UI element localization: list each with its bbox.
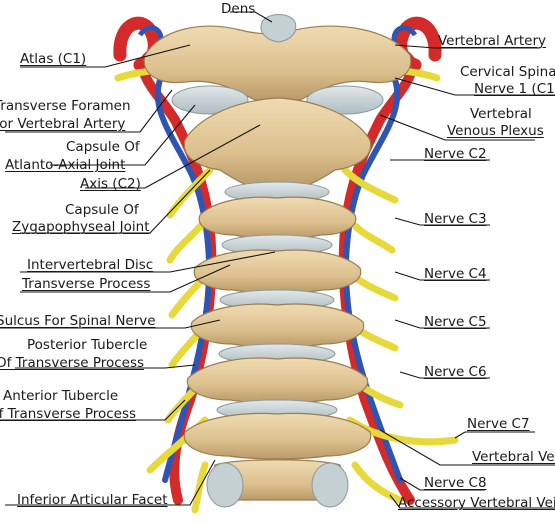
label-nerve-c6: Nerve C6: [424, 364, 487, 380]
label-anterior-tubercle-2: Of Transverse Process: [0, 406, 137, 422]
label-accessory-vertebral-vein: Accessory Vertebral Vein: [398, 495, 555, 511]
label-capsule-aa-1: Capsule Of: [66, 139, 140, 155]
label-nerve-c2: Nerve C2: [424, 146, 487, 162]
axis-c2: [183, 97, 372, 189]
label-capsule-zyg-1: Capsule Of: [65, 202, 139, 218]
label-nerve-c8: Nerve C8: [424, 475, 487, 491]
label-capsule-aa-2: Atlanto-Axial Joint: [5, 157, 126, 173]
dens: [260, 14, 297, 43]
right-vertebral-vein: [342, 77, 403, 483]
vertebral-bodies: [183, 181, 372, 508]
right-atlanto-axial-capsule: [306, 85, 384, 115]
atlas-c1: [143, 25, 412, 101]
label-inferior-facet: Inferior Articular Facet: [17, 492, 168, 508]
label-cervical-nerve-1b: Nerve 1 (C1): [474, 81, 555, 97]
label-transverse-foramen-2: For Vertebral Artery: [0, 116, 126, 132]
label-dens: Dens: [221, 1, 256, 17]
left-atlanto-axial-capsule: [171, 85, 249, 115]
left-vertebral-vein: [154, 77, 213, 483]
label-nerve-c3: Nerve C3: [424, 211, 487, 227]
label-venous-plexus-2: Venous Plexus: [447, 123, 544, 139]
label-intervertebral-disc: Intervertebral Disc: [27, 257, 154, 273]
label-anterior-tubercle-1: Anterior Tubercle: [3, 388, 119, 404]
label-nerve-c5: Nerve C5: [424, 314, 487, 330]
label-transverse-process: Transverse Process: [22, 276, 151, 292]
label-sulcus: Sulcus For Spinal Nerve: [0, 313, 156, 329]
label-nerve-c7: Nerve C7: [467, 416, 530, 432]
label-nerve-c4: Nerve C4: [424, 266, 487, 282]
label-vertebral-artery: Vertebral Artery: [438, 33, 546, 49]
label-axis: Axis (C2): [80, 176, 141, 192]
label-posterior-tubercle-2: Of Transverse Process: [0, 355, 145, 371]
leader-lines: [0, 11, 555, 509]
label-posterior-tubercle-1: Posterior Tubercle: [27, 337, 148, 353]
label-venous-plexus-1: Vertebral: [470, 106, 532, 122]
label-capsule-zyg-2: Zygapophyseal Joint: [12, 219, 150, 235]
label-cervical-nerve-1a: Cervical Spinal: [460, 64, 555, 80]
label-transverse-foramen-1: Transverse Foramen: [0, 98, 131, 114]
label-vertebral-vein: Vertebral Vein: [472, 449, 555, 465]
label-atlas: Atlas (C1): [20, 51, 87, 67]
